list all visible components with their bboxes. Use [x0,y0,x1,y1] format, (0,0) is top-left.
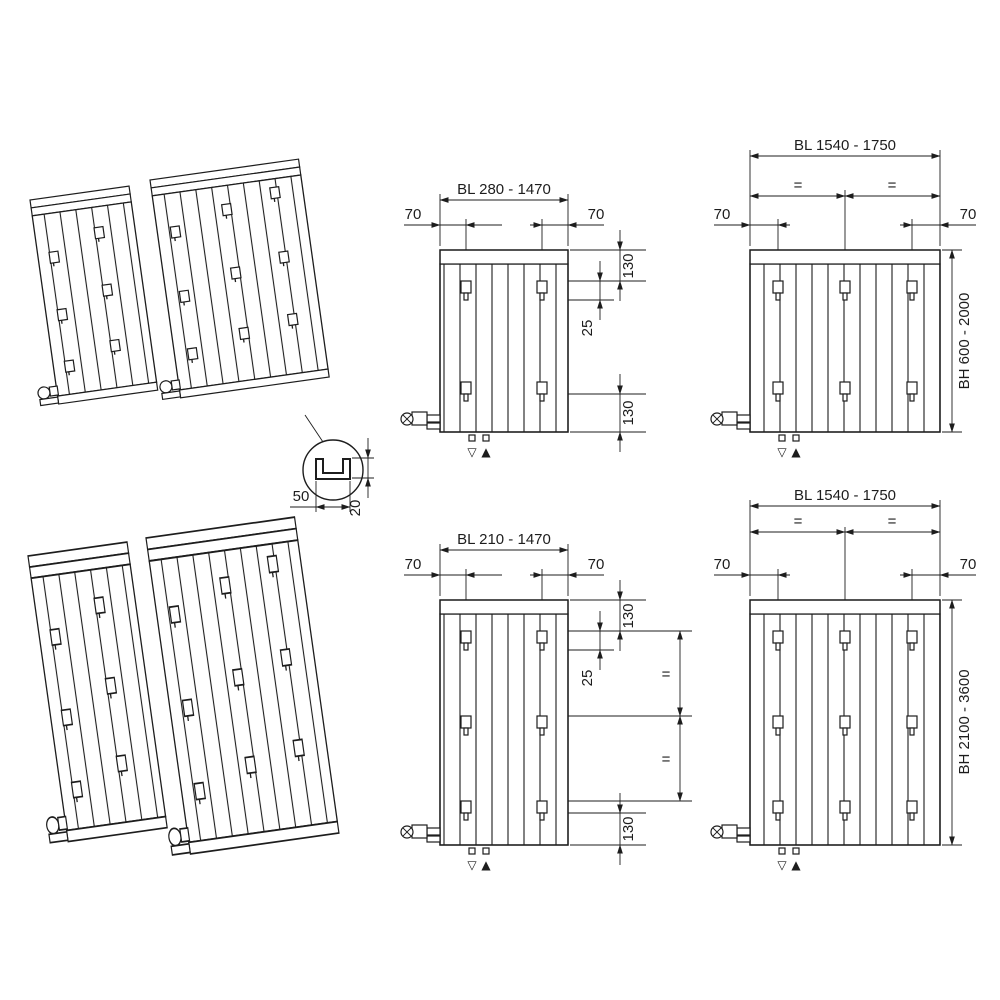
vent-symbol-down: ▽ [777,858,787,872]
dim-top-bracket-label: 130 [620,253,637,278]
radiator-body [439,249,569,433]
channel-profile-icon [315,458,351,480]
dim-offset-left-label: 70 [714,206,731,223]
isometric-view-bottom [9,517,339,856]
iso-panel-small [9,542,167,844]
dim-offset-left-label: 70 [405,556,422,573]
dimension-lines [714,503,976,846]
dim-top-bracket-label: 130 [620,603,637,628]
equal-spacing-lower-label: = [662,751,671,768]
dim-bottom-bracket-label: 130 [620,816,637,841]
iso-panel-large [131,159,329,400]
dim-bracket-pitch-label: 25 [579,670,596,687]
dimension-lines [714,153,976,433]
dim-bl-label: BL 1540 - 1750 [794,487,896,504]
equal-spacing-right-label: = [888,513,897,530]
dim-offset-right-label: 70 [588,556,605,573]
front-view-top-small: BL 280 - 1470 70 70 130 25 130 ▽ ▲ [400,181,646,459]
radiator-body [439,599,569,846]
dim-bl-label: BL 210 - 1470 [457,531,551,548]
vent-symbol-up: ▲ [481,445,491,459]
detail-callout: 50 20 [290,438,374,516]
detail-dimension-lines [290,438,374,512]
dim-bracket-pitch-label: 25 [579,320,596,337]
dimension-lines [404,547,683,865]
vent-symbol-down: ▽ [467,445,477,459]
drain-ports: ▽ ▲ [777,434,801,459]
dim-offset-left-label: 70 [714,556,731,573]
dim-bh-label: BH 2100 - 3600 [956,669,973,774]
vent-symbol-down: ▽ [467,858,477,872]
equal-spacing-upper-label: = [662,666,671,683]
drain-ports: ▽ ▲ [467,434,491,459]
equal-spacing-left-label: = [794,177,803,194]
vent-symbol-up: ▲ [791,858,801,872]
drain-ports: ▽ ▲ [777,847,801,872]
valve-icon [400,824,441,843]
extension-lines [439,544,692,846]
radiator-body [749,249,941,433]
valve-icon [400,411,441,430]
equal-spacing-right-label: = [888,177,897,194]
dim-offset-left-label: 70 [405,206,422,223]
valve-icon [710,824,751,843]
dim-bl-label: BL 1540 - 1750 [794,137,896,154]
dim-bottom-bracket-label: 130 [620,400,637,425]
dimension-lines [404,197,623,452]
dim-offset-right-label: 70 [960,556,977,573]
dim-offset-right-label: 70 [588,206,605,223]
detail-width-label: 50 [293,488,310,505]
front-view-bottom-large: BL 1540 - 1750 = = 70 70 BH 2100 - 3600 … [710,487,977,872]
drain-ports: ▽ ▲ [467,847,491,872]
vent-symbol-up: ▲ [791,445,801,459]
front-view-bottom-small: BL 210 - 1470 70 70 130 25 = = 130 ▽ ▲ [400,531,692,872]
equal-spacing-left-label: = [794,513,803,530]
front-view-top-large: BL 1540 - 1750 = = 70 70 BH 600 - 2000 ▽… [710,137,977,459]
vent-symbol-down: ▽ [777,445,787,459]
vent-symbol-up: ▲ [481,858,491,872]
detail-depth-label: 20 [347,500,364,517]
isometric-view-top [11,159,329,449]
detail-circle [302,439,364,501]
dim-bh-label: BH 600 - 2000 [956,293,973,390]
iso-panel-small [11,186,158,407]
dim-offset-right-label: 70 [960,206,977,223]
dim-bl-label: BL 280 - 1470 [457,181,551,198]
valve-icon [710,411,751,430]
